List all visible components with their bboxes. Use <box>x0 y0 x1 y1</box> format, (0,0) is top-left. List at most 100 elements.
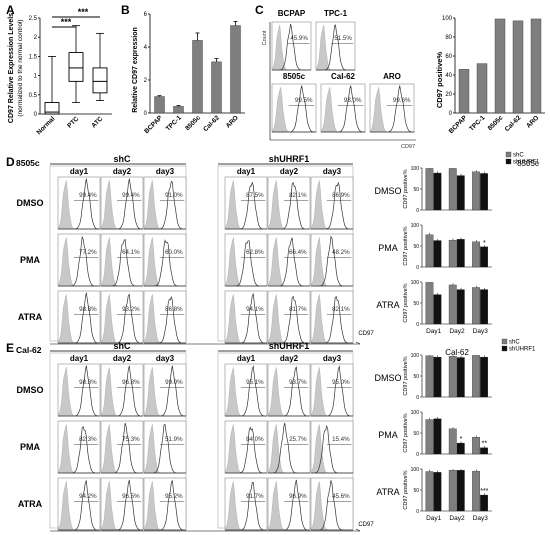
panel-d-flow-plot: 66.4% <box>267 233 311 287</box>
panel-d-flow-plot: 48.2% <box>310 233 354 287</box>
panel-b-bar <box>230 25 241 114</box>
panel-e-flow-plot: 96.5% <box>100 477 144 531</box>
panel-e-percentage: 25.7% <box>289 436 307 443</box>
panel-d-sample-histogram <box>144 239 186 287</box>
panel-c-percentage: 45.9% <box>290 35 308 42</box>
panel-c-percentage: 98.0% <box>344 97 362 104</box>
panel-e-flow-plot: 82.3% <box>57 420 101 474</box>
panel-e-bar <box>425 471 434 512</box>
panel-d-bar <box>425 234 434 268</box>
panel-d-flow-plot: 62.8% <box>224 233 268 287</box>
panel-d-bar-ylabel: CD97 positive% <box>403 283 409 322</box>
panel-d-sample-histogram <box>58 292 101 344</box>
panel-d-flow-plot: 98.8% <box>57 290 101 344</box>
panel-e-bar-ytick-label: 0 <box>416 509 419 515</box>
panel-a-box <box>44 102 60 115</box>
panel-d-percentage: 48.2% <box>332 249 350 256</box>
panel-d-sample-histogram <box>225 292 268 344</box>
panel-e-bar-title: Cal-62 <box>445 348 469 357</box>
panel-c-ytick-label: 60 <box>445 54 452 60</box>
panel-d-flow-plot: 77.2% <box>57 233 101 287</box>
panel-e-bar-ytick-label: 50 <box>413 431 419 437</box>
panel-e-group-shuhrf1: shUHRF1 <box>269 341 310 351</box>
panel-d-sample-histogram <box>268 295 310 344</box>
panel-b-bar <box>211 61 222 114</box>
panel-e-flow-plot: 96.9% <box>267 477 311 531</box>
panel-d-day-label: day3 <box>156 167 175 176</box>
panel-d-percentage: 87.5% <box>246 192 264 199</box>
panel-e-axis-label: CD97 <box>358 522 374 528</box>
panel-e-bar-row-label: DMSO <box>375 373 402 383</box>
panel-c-category-label: ARO <box>525 114 540 129</box>
panel-e-sample-histogram <box>311 365 354 417</box>
panel-d-sample-histogram <box>311 235 353 287</box>
panel-letter-a: A <box>6 3 15 17</box>
panel-b-category-label: 8505c <box>184 114 202 132</box>
panel-e-bar <box>480 447 488 455</box>
panel-b-category-label: TPC-1 <box>165 114 184 133</box>
panel-c-sample-histogram <box>321 85 366 133</box>
panel-e-cd97-arrow <box>355 528 361 532</box>
panel-c-sample-histogram <box>272 85 317 133</box>
panel-d-sample-histogram <box>268 181 310 230</box>
panel-d-bar <box>480 289 488 325</box>
panel-e-percentage: 96.5% <box>122 493 140 500</box>
panel-b-category-label: ARO <box>225 114 240 129</box>
panel-e-bar <box>456 357 465 398</box>
panel-a-ylabel-sub: (normalized to the normal control) <box>17 19 24 116</box>
panel-d-flow-plot: 99.4% <box>57 176 101 230</box>
panel-d-percentage: 86.8% <box>165 306 183 313</box>
panel-e-percentage: 95.0% <box>332 379 350 386</box>
panel-d-bar-ylabel: CD97 positive% <box>403 226 409 265</box>
panel-d-sample-histogram <box>58 178 101 230</box>
panel-d-bar <box>472 171 480 211</box>
panel-e-day-label: day2 <box>280 354 299 363</box>
panel-d-flow-plot: 94.1% <box>224 290 268 344</box>
panel-e-sample-histogram <box>58 365 101 417</box>
panel-c-axis-label: CD97 <box>401 144 415 150</box>
panel-d-percentage: 91.0% <box>165 192 183 199</box>
panel-a-category-label: ATC <box>90 115 104 129</box>
panel-b-ytick-label: 4 <box>144 45 148 51</box>
panel-e-bar-ytick-label: 0 <box>416 395 419 401</box>
panel-d-bar <box>472 241 480 268</box>
panel-c-category-label: TPC-1 <box>468 114 487 133</box>
panel-a-ylabel: CD97 Relative Expression Levels <box>8 13 15 123</box>
panel-d-bar-ytick-label: 0 <box>416 208 419 214</box>
panel-c-flow-title: BCPAP <box>278 9 306 18</box>
panel-c-percentage: 99.6% <box>393 97 411 104</box>
panel-e-flow-plot: 99.0% <box>143 363 187 417</box>
panel-d-row-label: DMSO <box>17 198 44 208</box>
panel-e-sample-histogram <box>144 423 186 474</box>
panel-letter-e: E <box>6 341 14 355</box>
panel-d-bar-ytick-label: 0 <box>416 265 419 271</box>
panel-c-ytick-label: 80 <box>445 35 452 41</box>
panel-e-flow-plot: 98.3% <box>57 363 101 417</box>
panel-c-category-label: Cal-62 <box>504 114 523 133</box>
panel-e-flow-plot: 94.2% <box>57 477 101 531</box>
panel-e-sample-histogram <box>101 365 144 417</box>
panel-e-bar <box>448 470 457 512</box>
panel-d-bar <box>433 294 442 325</box>
panel-d-row-label: ATRA <box>18 312 43 322</box>
panel-d-percentage: 66.4% <box>289 249 307 256</box>
panel-a-ytick-label: 2.5 <box>29 16 38 22</box>
panel-c-category-label: 8505c <box>487 114 505 132</box>
panel-e-significance: ** <box>482 441 488 448</box>
panel-e-bar <box>480 356 488 398</box>
panel-d-flow-plot: 91.0% <box>143 176 187 230</box>
panel-e-bar-ytick-label: 100 <box>411 467 420 473</box>
panel-c-sample-histogram <box>272 24 311 71</box>
panel-d-group-shc: shC <box>113 154 131 164</box>
panel-b-bar <box>192 40 203 114</box>
panel-d-bar-ytick-label: 100 <box>411 223 420 229</box>
panel-d-bar <box>480 246 488 268</box>
panel-c-ytick-label: 20 <box>445 92 452 98</box>
panel-c-category-label: BCPAP <box>448 114 469 135</box>
panel-e-flow-plot: 91.7% <box>224 477 268 531</box>
panel-d-group-shuhrf1: shUHRF1 <box>269 154 310 164</box>
panel-c-bar <box>458 69 470 114</box>
panel-d-percentage: 77.2% <box>79 249 97 256</box>
panel-d-sample-histogram <box>225 181 267 230</box>
